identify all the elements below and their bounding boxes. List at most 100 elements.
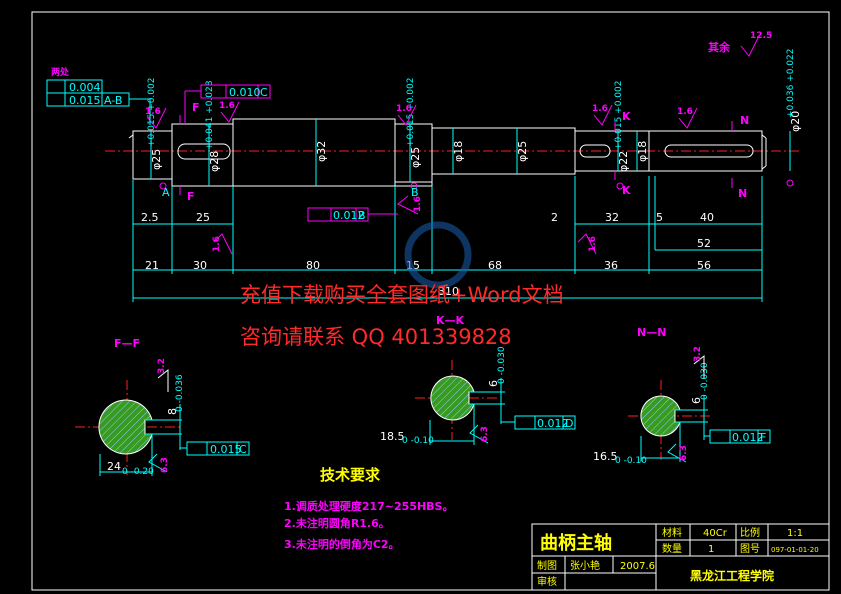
ff-sym-datum: C: [239, 443, 247, 456]
section-ff-title: F—F: [114, 337, 140, 350]
ra-rest-label: 其余: [708, 40, 731, 54]
runout1-value: 0.004: [69, 81, 101, 94]
drawing-no-value: 097-01-01-20: [771, 546, 819, 554]
dia-d1: φ25: [150, 149, 163, 170]
tech-item-3: 3.未注明的倒角为C2。: [284, 537, 400, 551]
runout2-value: 0.015: [69, 94, 101, 107]
dim-40: 40: [700, 211, 714, 224]
b-frame-datum: B: [358, 209, 366, 222]
dia-d2-tol: +0.041 +0.028: [205, 80, 215, 150]
kk-key: 6: [487, 380, 500, 387]
ff-depth: 24: [107, 460, 121, 473]
ra-3: 1.6: [396, 104, 412, 114]
kk-ra: 6.3: [480, 426, 490, 442]
ff-key: 8: [166, 408, 179, 415]
checked-label: 审核: [537, 575, 557, 588]
ra-rest: 12.5: [750, 31, 772, 41]
dia-d3: φ32: [315, 141, 328, 162]
kk-sym-value: 0.012: [537, 417, 569, 430]
kk-key-tol: 0 -0.030: [497, 346, 507, 384]
section-n-lower: N: [738, 187, 747, 200]
dim-2: 2: [551, 211, 558, 224]
dia-d9: φ20: [789, 111, 802, 132]
length-dimensions: 2.5 25 2 32 5 40 52 21 30 80 15 68 36 56…: [141, 211, 714, 298]
section-nn-title: N—N: [637, 326, 666, 339]
datum-b: B: [411, 186, 419, 199]
quantity-label: 数量: [662, 542, 682, 555]
section-kk: 6 0 -0.030 18.5 0 -0.10 0.012 D 6.3: [380, 346, 576, 446]
kk-depth-tol: 0 -0.10: [402, 436, 434, 446]
quantity-value: 1: [708, 544, 714, 555]
dim-52: 52: [697, 237, 711, 250]
part-name: 曲柄主轴: [540, 532, 612, 554]
shaft-main-view: [105, 118, 800, 187]
section-f-lower: F: [187, 190, 195, 203]
drawing-frame: [31, 11, 830, 591]
section-nn: 6 0 -0.030 16.5 0 -0.10 0.012 F 6.3 3.2: [593, 346, 771, 466]
nn-key: 6: [690, 397, 703, 404]
f-frame-value: 0.010: [229, 86, 261, 99]
dia-d7: φ22: [617, 151, 630, 172]
tech-title: 技术要求: [320, 466, 381, 484]
date-value: 2007.6: [620, 561, 655, 572]
dia-d7-tol: +0.015 +0.002: [614, 81, 624, 150]
scale-value: 1:1: [787, 528, 803, 539]
kk-depth: 18.5: [380, 430, 405, 443]
ff-depth-tol: 0 -0.20: [122, 467, 154, 477]
section-n-upper: N: [740, 114, 749, 127]
ff-ra-top: 3.2: [157, 358, 167, 374]
nn-depth-tol: 0 -0.10: [615, 456, 647, 466]
runout2-datum: A-B: [104, 94, 122, 107]
f-frame-datum: C: [260, 86, 268, 99]
dim-5: 5: [656, 211, 663, 224]
dia-d9-tol: +0.036 +0.022: [786, 49, 796, 118]
dim-25: 25: [196, 211, 210, 224]
ra-7: 1.6: [212, 236, 222, 252]
dia-d8: φ18: [636, 141, 649, 162]
drawn-label: 制图: [537, 559, 557, 572]
dim-21: 21: [145, 259, 159, 272]
section-k-upper: K: [622, 110, 631, 123]
nn-key-tol: 0 -0.030: [700, 362, 710, 400]
scale-label: 比例: [740, 526, 760, 539]
watermark-line1: 充值下载购买全套图纸+Word文档: [240, 283, 564, 307]
dia-d6: φ25: [516, 141, 529, 162]
tech-item-1: 1.调质处理硬度217~255HBS。: [284, 499, 453, 513]
tech-item-2: 2.未注明圆角R1.6。: [284, 516, 390, 530]
ra-8: 1.6: [588, 236, 598, 252]
dimension-lines: [132, 119, 791, 302]
two-places-label: 两处: [51, 66, 70, 78]
nn-ra-top: 3.2: [693, 346, 703, 362]
material-label: 材料: [662, 526, 682, 539]
section-f-upper: F: [192, 101, 200, 114]
section-kk-title: K—K: [436, 314, 465, 327]
material-value: 40Cr: [703, 528, 728, 539]
dia-d4: φ25: [409, 147, 422, 168]
dia-d4-tol: +0.015 +0.002: [406, 78, 416, 147]
roughness-symbols: 1.6 1.6 1.6 1.6 1.6 1.6 1.6 1.6 12.5 其余: [145, 31, 772, 255]
section-ff: 8 0 -0.036 24 0 -0.20 0.015 C 6.3 3.2: [75, 358, 250, 477]
dia-d1-tol: +0.015 +0.002: [147, 78, 157, 147]
ra-1: 1.6: [145, 107, 161, 117]
dim-68: 68: [488, 259, 502, 272]
dia-d2: φ28: [208, 151, 221, 172]
ra-5: 1.6: [677, 107, 693, 117]
watermark-line2: 咨询请联系 QQ 401339828: [240, 325, 512, 349]
ra-4: 1.6: [592, 104, 608, 114]
watermark: 充值下载购买全套图纸+Word文档 咨询请联系 QQ 401339828: [240, 221, 564, 349]
drawing-no-label: 图号: [740, 543, 760, 555]
dim-80: 80: [306, 259, 320, 272]
section-labels: F—F K—K N—N: [114, 314, 666, 350]
section-k-lower: K: [622, 184, 631, 197]
nn-depth: 16.5: [593, 450, 618, 463]
datum-markers: A B F F K K N N: [159, 101, 794, 203]
dim-36: 36: [604, 259, 618, 272]
ff-ra: 6.3: [160, 457, 170, 473]
nn-ra: 6.3: [679, 445, 689, 461]
nn-sym-value: 0.012: [732, 431, 764, 444]
datum-a: A: [162, 186, 170, 199]
ra-6: 1.6: [413, 196, 423, 212]
drawn-value: 张小艳: [570, 559, 600, 572]
title-block: 曲柄主轴 材料 40Cr 比例 1:1 数量 1 图号 097-01-01-20…: [531, 523, 830, 591]
